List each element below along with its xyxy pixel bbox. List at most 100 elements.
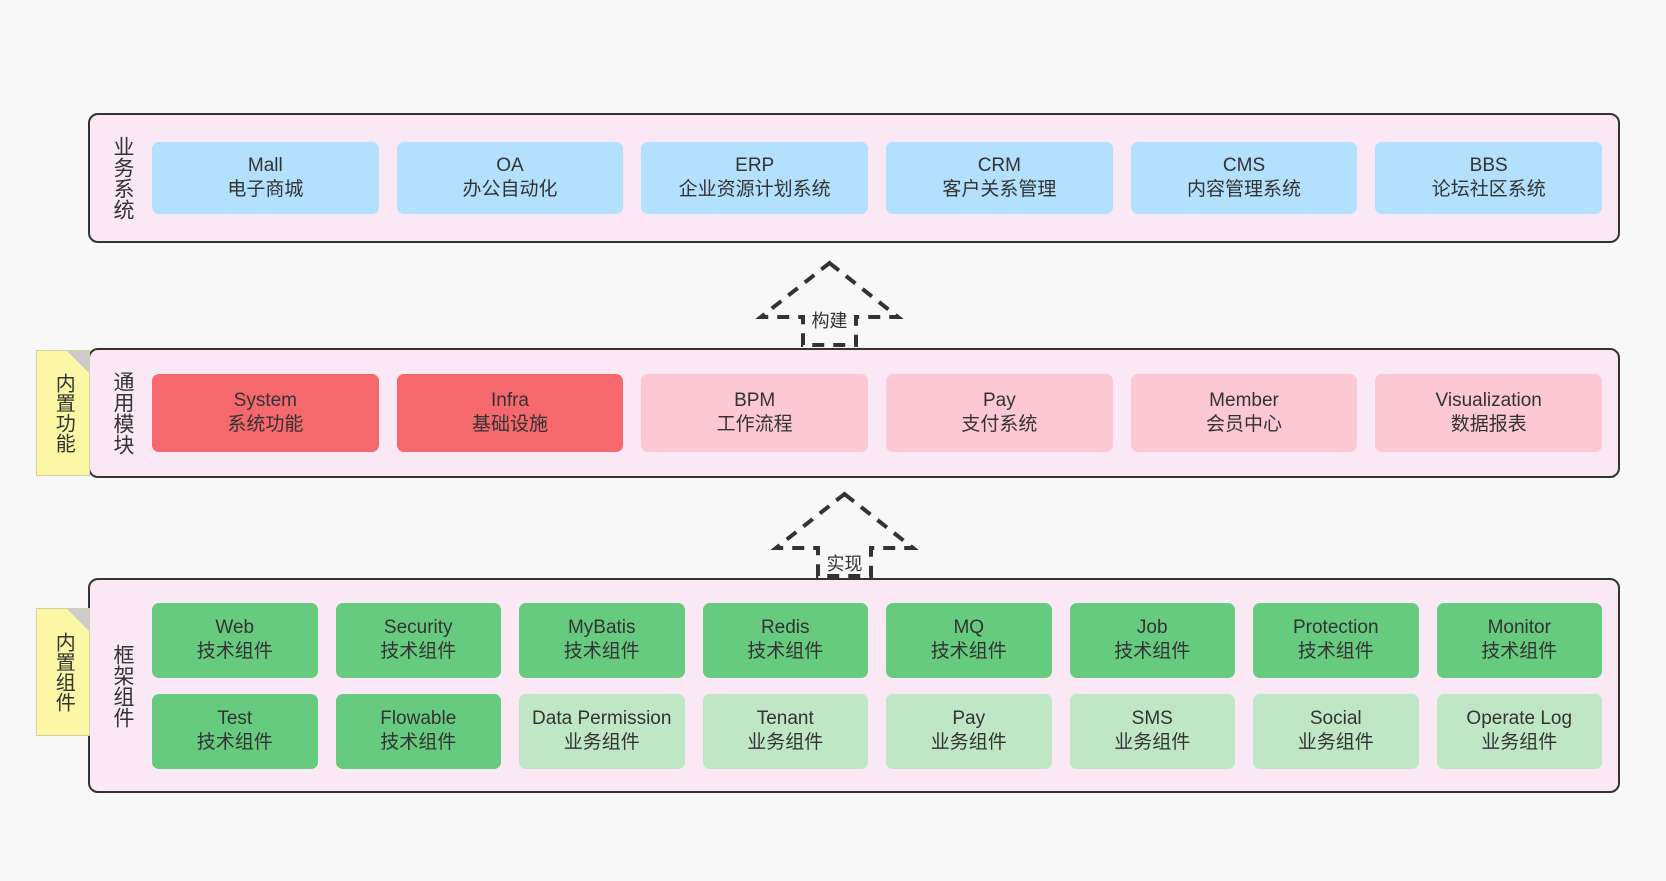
- sticky-note-label: 内置功能: [52, 373, 75, 453]
- component-card-subtitle: 论坛社区系统: [1431, 179, 1546, 200]
- component-card-title: OA: [496, 154, 524, 176]
- component-card-subtitle: 工作流程: [716, 414, 793, 435]
- note-fold-corner-icon: [67, 351, 89, 373]
- component-card-subtitle: 会员中心: [1206, 414, 1283, 435]
- component-card-title: Mall: [247, 154, 283, 176]
- component-card[interactable]: ERP 企业资源计划系统: [641, 142, 869, 214]
- component-card-subtitle: 客户关系管理: [942, 179, 1057, 200]
- component-card[interactable]: CRM 客户关系管理: [886, 142, 1113, 214]
- layer-title-framework: 框架组件: [110, 643, 134, 728]
- component-card-title: Security: [383, 616, 453, 638]
- component-card[interactable]: Test 技术组件: [152, 693, 318, 769]
- component-card[interactable]: Tenant 业务组件: [702, 693, 868, 769]
- component-card-subtitle: 业务组件: [1297, 732, 1374, 753]
- component-card-subtitle: 业务组件: [930, 732, 1007, 753]
- component-card[interactable]: BBS 论坛社区系统: [1375, 142, 1603, 214]
- component-card-subtitle: 系统功能: [227, 414, 304, 435]
- component-card-title: SMS: [1131, 707, 1173, 729]
- sticky-note-built-in-components: 内置组件: [36, 608, 90, 736]
- component-card[interactable]: Member 会员中心: [1130, 374, 1358, 452]
- component-card-subtitle: 电子商城: [227, 179, 304, 200]
- component-card[interactable]: BPM 工作流程: [641, 374, 869, 452]
- component-card-subtitle: 内容管理系统: [1187, 179, 1302, 200]
- component-card-title: Test: [217, 707, 253, 729]
- component-card[interactable]: Flowable 技术组件: [335, 693, 501, 769]
- component-card-subtitle: 技术组件: [196, 732, 273, 753]
- component-card[interactable]: MyBatis 技术组件: [519, 602, 685, 678]
- component-card-title: Infra: [490, 389, 530, 411]
- component-card-title: Flowable: [380, 707, 457, 729]
- layer-business-systems: 业务系统 Mall 电子商城 OA 办公自动化 ERP 企业资源计划系统 CRM 客户关系管理…: [88, 113, 1620, 243]
- component-card-title: BPM: [734, 389, 776, 411]
- component-card-title: BBS: [1469, 154, 1508, 176]
- note-fold-corner-icon: [67, 609, 89, 631]
- component-card-title: ERP: [735, 154, 775, 176]
- component-card-subtitle: 技术组件: [1114, 641, 1191, 662]
- component-card-title: MyBatis: [567, 616, 636, 638]
- component-card-title: Pay: [952, 707, 986, 729]
- component-card-title: MQ: [953, 616, 985, 638]
- component-card-title: Data Permission: [532, 707, 672, 729]
- component-card-subtitle: 业务组件: [747, 732, 824, 753]
- component-card[interactable]: System 系统功能: [152, 374, 379, 452]
- component-card-title: Social: [1309, 707, 1362, 729]
- component-card-title: CRM: [977, 154, 1021, 176]
- component-card-subtitle: 技术组件: [196, 641, 273, 662]
- component-card[interactable]: OA 办公自动化: [396, 142, 624, 214]
- component-card[interactable]: Infra 基础设施: [396, 374, 624, 452]
- component-card-title: Redis: [760, 616, 810, 638]
- sticky-note-label: 内置组件: [52, 632, 75, 712]
- component-card[interactable]: Redis 技术组件: [702, 602, 868, 678]
- component-card[interactable]: Pay 业务组件: [886, 693, 1052, 769]
- component-card-title: CMS: [1222, 154, 1266, 176]
- component-card[interactable]: SMS 业务组件: [1069, 693, 1235, 769]
- component-card[interactable]: CMS 内容管理系统: [1130, 142, 1358, 214]
- arrow-implement: 实现: [770, 490, 919, 580]
- component-card-subtitle: 数据报表: [1450, 414, 1527, 435]
- component-card-subtitle: 基础设施: [472, 414, 549, 435]
- arrow-build-label: 构建: [811, 311, 848, 331]
- component-card-title: Protection: [1292, 616, 1379, 638]
- component-card-title: System: [233, 389, 298, 411]
- component-row: Mall 电子商城 OA 办公自动化 ERP 企业资源计划系统 CRM 客户关系管理 CMS 内容…: [152, 142, 1603, 214]
- component-card-title: Tenant: [756, 707, 814, 729]
- component-card[interactable]: Monitor 技术组件: [1436, 602, 1602, 678]
- component-card-subtitle: 技术组件: [747, 641, 824, 662]
- component-card-subtitle: 办公自动化: [462, 179, 558, 200]
- sticky-note-built-in-functions: 内置功能: [36, 350, 90, 476]
- layer-title-common: 通用模块: [110, 371, 134, 455]
- component-card-subtitle: 技术组件: [1481, 641, 1558, 662]
- component-card[interactable]: Web 技术组件: [152, 602, 318, 678]
- arrow-implement-label: 实现: [826, 554, 863, 574]
- component-card-title: Monitor: [1487, 616, 1551, 638]
- component-card-title: Visualization: [1435, 389, 1542, 411]
- component-card[interactable]: Job 技术组件: [1069, 602, 1235, 678]
- component-card[interactable]: Visualization 数据报表: [1375, 374, 1603, 452]
- layer-title-business: 业务系统: [110, 136, 134, 220]
- component-card[interactable]: Protection 技术组件: [1253, 602, 1419, 678]
- component-card-title: Job: [1136, 616, 1168, 638]
- component-card-subtitle: 业务组件: [1114, 732, 1191, 753]
- component-card-title: Pay: [982, 389, 1016, 411]
- component-card-subtitle: 技术组件: [380, 732, 457, 753]
- component-card-title: Web: [215, 616, 255, 638]
- component-card-subtitle: 企业资源计划系统: [678, 179, 831, 200]
- layer-body-business: Mall 电子商城 OA 办公自动化 ERP 企业资源计划系统 CRM 客户关系管理 CMS 内容…: [142, 115, 1618, 241]
- component-card-title: Member: [1209, 389, 1279, 411]
- component-card[interactable]: Mall 电子商城: [152, 142, 379, 214]
- component-card-subtitle: 技术组件: [1297, 641, 1374, 662]
- component-card-subtitle: 技术组件: [563, 641, 640, 662]
- component-card[interactable]: Social 业务组件: [1253, 693, 1419, 769]
